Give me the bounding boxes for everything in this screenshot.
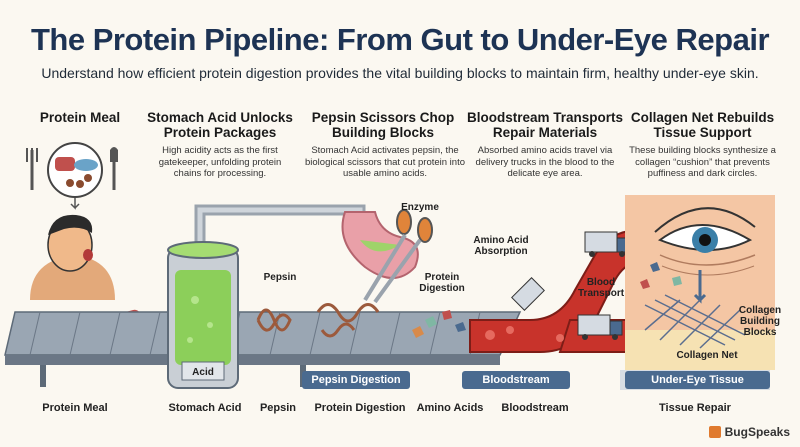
amino-acid-absorption-label: Amino Acid Absorption: [473, 235, 529, 257]
protein-digestion-label: Protein Digestion: [419, 272, 465, 294]
bottom-label-protein-digestion: Protein Digestion: [314, 402, 406, 414]
delivery-truck-icon: [584, 231, 630, 257]
bottom-label-bloodstream: Bloodstream: [501, 402, 569, 414]
stage-desc-stomach-acid: High acidity acts as the first gatekeepe…: [158, 145, 282, 179]
collagen-building-blocks-label: Collagen Building Blocks: [738, 305, 782, 338]
page-subtitle: Understand how efficient protein digesti…: [41, 65, 759, 81]
stage-title-pepsin: Pepsin Scissors Chop Building Blocks: [311, 110, 455, 140]
bottom-label-pepsin: Pepsin: [259, 402, 297, 414]
amino-acid-blocks: [640, 262, 682, 289]
stage-desc-bloodstream: Absorbed amino acids travel via delivery…: [475, 145, 615, 179]
under-eye-skin: [625, 195, 775, 370]
brand-icon: [708, 426, 721, 438]
brand-logo: BugSpeaks: [708, 425, 790, 439]
stage-title-meal: Protein Meal: [39, 110, 121, 125]
pepsin-label: Pepsin: [263, 272, 297, 283]
amino-acid-blocks: [412, 310, 466, 338]
delivery-truck-icon: [577, 314, 623, 340]
bottom-label-tissue-repair: Tissue Repair: [659, 402, 731, 414]
food-plate-icon: [26, 142, 118, 210]
conveyor-belt: [4, 311, 522, 387]
blood-transport-label: Blood Transport: [578, 277, 625, 299]
plate-bloodstream: Bloodstream: [462, 371, 570, 389]
brand-name: BugSpeaks: [724, 425, 790, 439]
acid-tank-icon: [167, 241, 239, 389]
stage-desc-pepsin: Stomach Acid activates pepsin, the biolo…: [305, 145, 465, 179]
stage-desc-collagen: These building blocks synthesize a colla…: [629, 145, 776, 179]
stage-title-bloodstream: Bloodstream Transports Repair Materials: [466, 110, 624, 140]
page-title: The Protein Pipeline: From Gut to Under-…: [30, 22, 770, 57]
protein-chain-icon: [256, 303, 380, 338]
enzyme-label: Enzyme: [401, 202, 439, 213]
bottom-label-stomach-acid: Stomach Acid: [168, 402, 242, 414]
stage-title-collagen: Collagen Net Rebuilds Tissue Support: [630, 110, 775, 140]
bottom-label-amino-acids: Amino Acids: [416, 402, 484, 414]
bottom-label-protein-meal: Protein Meal: [42, 402, 108, 414]
plate-under-eye-tissue: Under-Eye Tissue: [625, 371, 770, 389]
acid-tank-label: Acid: [192, 367, 214, 378]
scissors-icon: [363, 209, 433, 304]
delivery-truck-icon: [511, 277, 545, 311]
stage-title-stomach-acid: Stomach Acid Unlocks Protein Packages: [147, 110, 293, 140]
person-eating-icon: [30, 214, 143, 335]
collagen-net-label: Collagen Net: [676, 350, 738, 361]
collagen-net: [644, 294, 746, 349]
plate-pepsin-digestion: Pepsin Digestion: [302, 371, 410, 389]
